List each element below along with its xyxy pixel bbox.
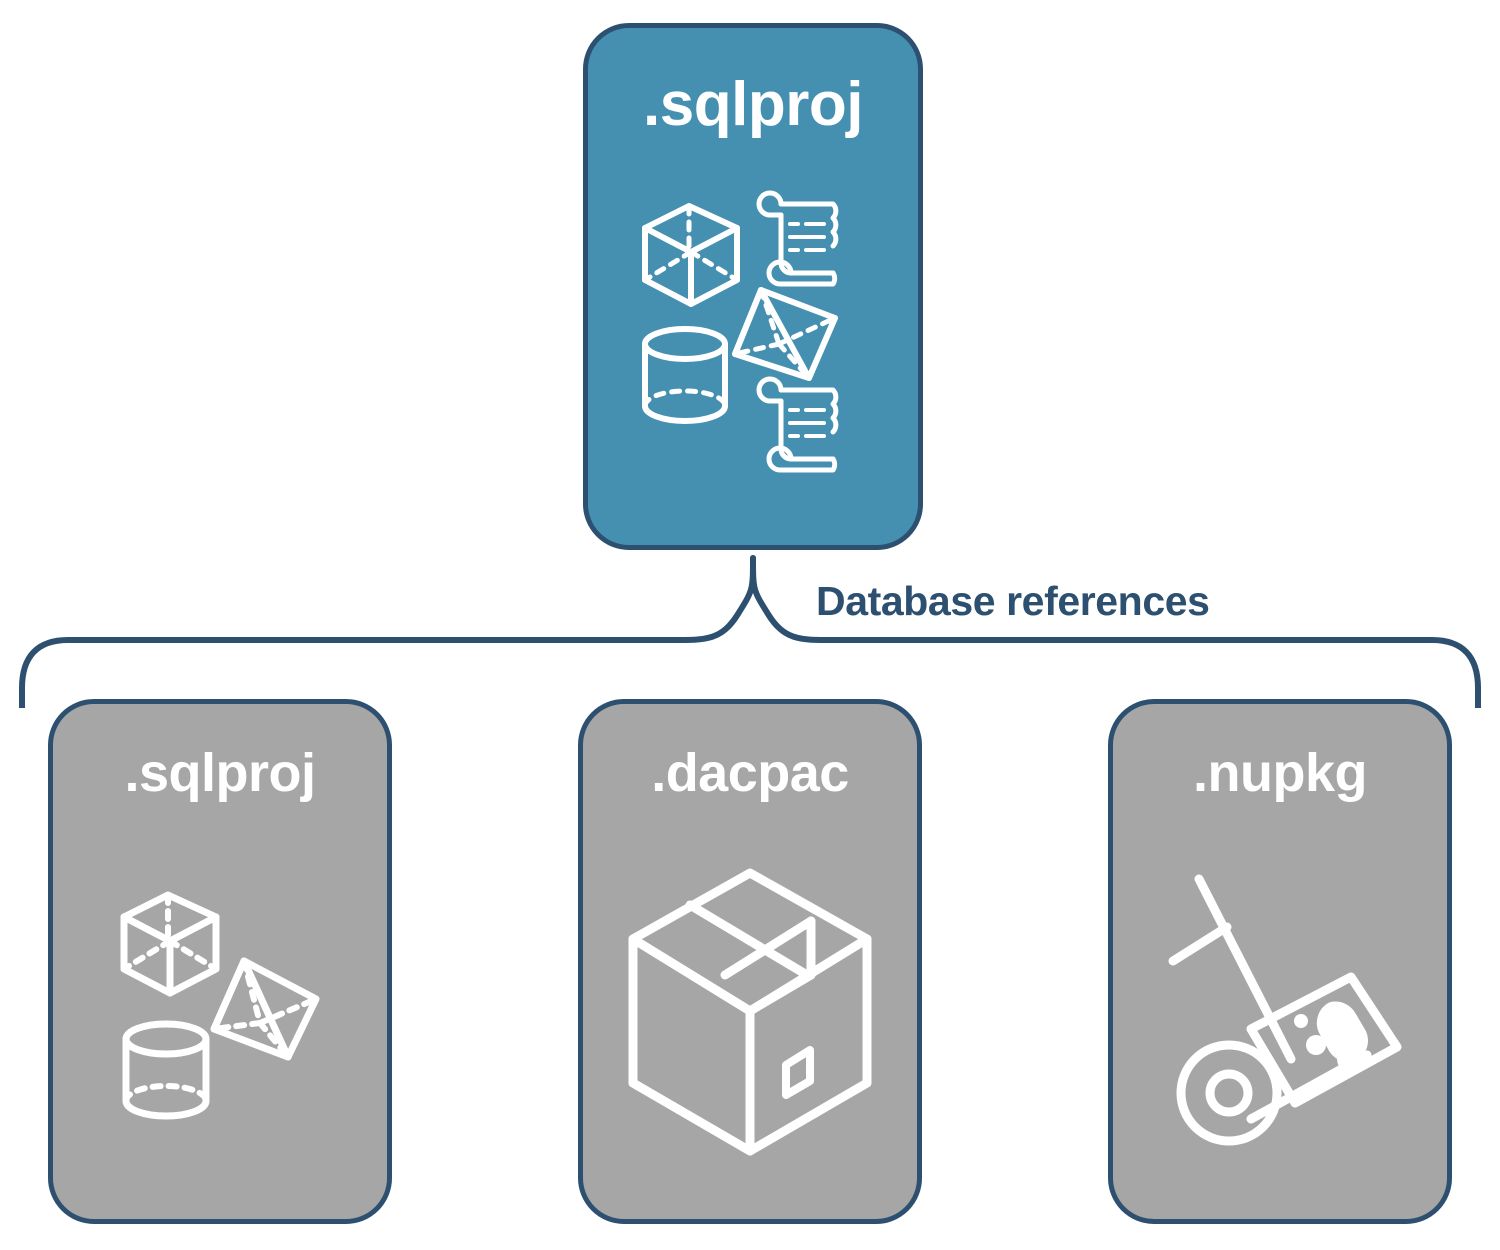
card-title-source-sqlproj: .sqlproj	[643, 70, 863, 139]
cube-icon	[642, 202, 740, 307]
connector-label-database-references: Database references	[816, 578, 1210, 624]
brace-connector	[19, 555, 1481, 708]
card-target-dacpac[interactable]: .dacpac	[578, 699, 922, 1224]
card-target-nupkg[interactable]: .nupkg	[1108, 699, 1452, 1224]
card-art-target-nupkg	[1113, 804, 1447, 1219]
pyramid-icon	[732, 286, 838, 381]
cylinder-icon	[642, 325, 728, 424]
package-box-icon	[628, 868, 872, 1155]
pyramid-icon	[210, 957, 320, 1060]
cube-icon	[120, 891, 220, 996]
card-title-target-sqlproj: .sqlproj	[124, 743, 316, 803]
card-art-target-sqlproj	[53, 804, 387, 1219]
scroll-icon	[756, 376, 839, 472]
wheel-hub	[1205, 1069, 1253, 1117]
card-target-sqlproj[interactable]: .sqlproj	[48, 699, 392, 1224]
scroll-icon	[756, 190, 839, 286]
brace-left-half	[19, 555, 756, 708]
card-art-target-dacpac	[583, 804, 917, 1219]
database-objects-illustration	[120, 891, 320, 1119]
card-title-target-dacpac: .dacpac	[651, 743, 849, 803]
card-title-target-nupkg: .nupkg	[1193, 743, 1367, 803]
database-objects-illustration	[642, 190, 839, 472]
hand-truck-icon	[1168, 874, 1402, 1146]
cylinder-icon	[122, 1020, 210, 1119]
wheel-outer	[1176, 1040, 1282, 1146]
nuget-package-icon	[1246, 972, 1402, 1108]
card-source-sqlproj[interactable]: .sqlproj	[583, 23, 923, 550]
card-art-source-sqlproj	[588, 128, 918, 545]
